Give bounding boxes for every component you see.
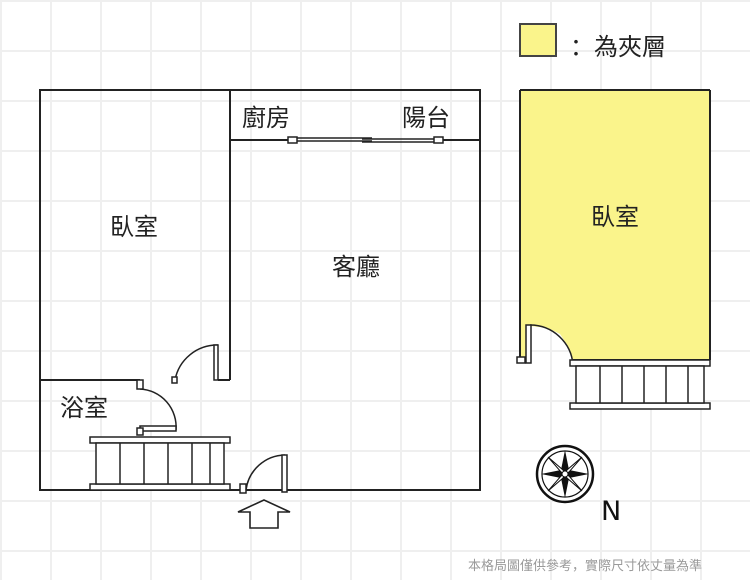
disclaimer-text: 本格局圖僅供參考，實際尺寸依丈量為準 — [468, 559, 703, 574]
mezzanine-railing — [569, 359, 711, 410]
room-label-bedroom: 臥室 — [110, 213, 158, 241]
main-railing — [89, 436, 231, 491]
legend-label: ：為夾層 — [570, 33, 666, 61]
mezzanine — [516, 89, 711, 366]
room-label-kitchen: 廚房 — [242, 104, 290, 132]
bathroom-door — [136, 379, 177, 436]
entrance-door — [239, 454, 288, 494]
room-label-balcony: 陽台 — [402, 104, 450, 132]
room-label-bathroom: 浴室 — [60, 394, 108, 422]
legend-swatch — [519, 23, 557, 57]
compass-icon — [535, 444, 595, 504]
bedroom-door — [171, 344, 219, 384]
main-unit-walls — [39, 89, 481, 491]
entrance-arrow — [237, 499, 291, 529]
compass-north-label: N — [601, 496, 622, 527]
room-label-living-room: 客廳 — [332, 253, 380, 281]
room-label-mezzanine-bedroom: 臥室 — [591, 203, 639, 231]
sliding-window — [287, 136, 444, 144]
